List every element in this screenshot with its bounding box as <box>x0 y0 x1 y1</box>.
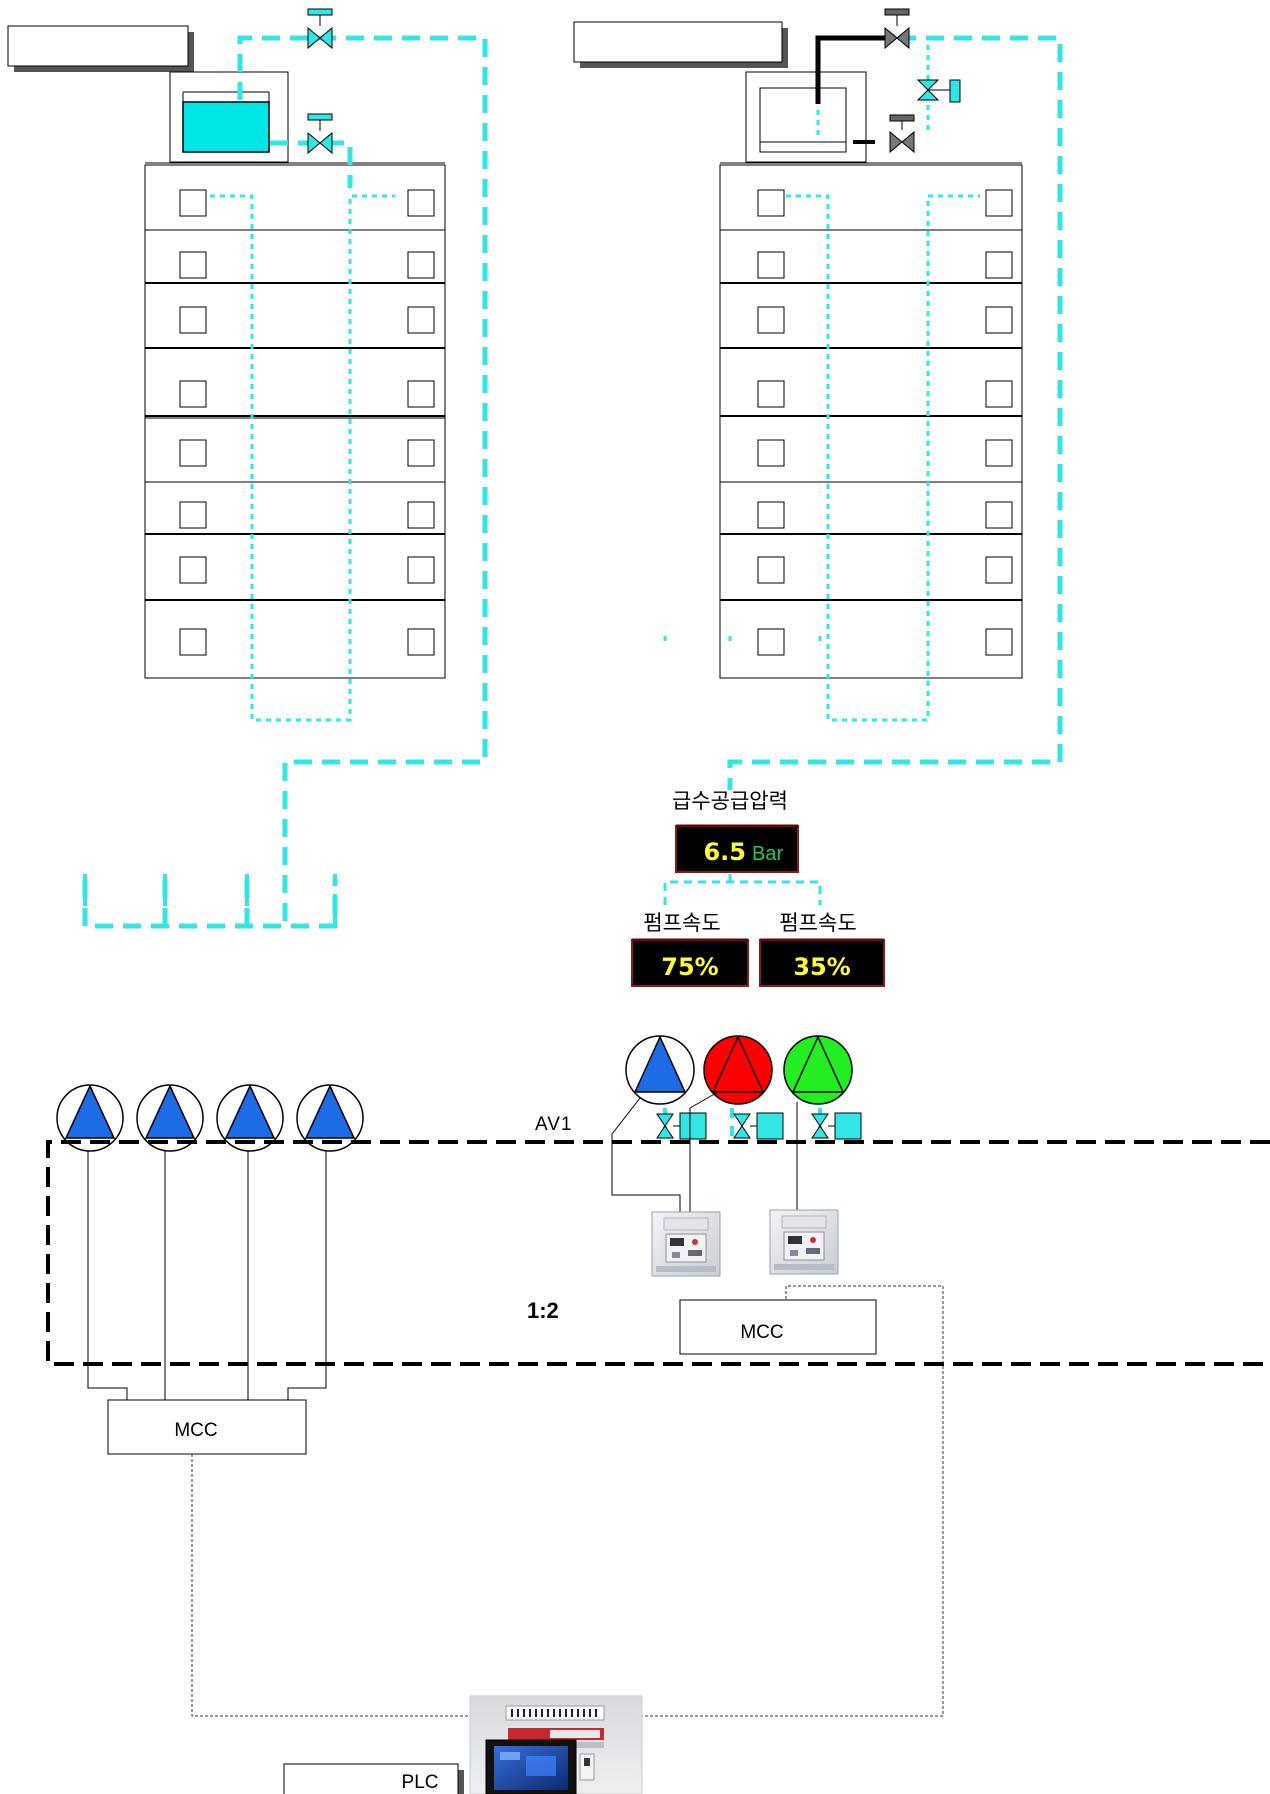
power-wiring-right <box>611 1091 798 1215</box>
mcc-panel-right: MCC <box>679 1299 877 1355</box>
title-box-right <box>573 21 788 68</box>
control-wiring <box>191 1285 944 1717</box>
mcc-right-label: MCC <box>740 1322 783 1343</box>
solenoid-valve-icon <box>916 79 961 103</box>
pump-icon <box>136 1084 204 1152</box>
pump-speed-value-1: 75% <box>661 953 718 981</box>
supply-pressure-display: 6.5 Bar <box>675 824 799 873</box>
solenoid-valve-icon <box>811 1112 862 1140</box>
mcc-left-label: MCC <box>174 1420 217 1441</box>
building-left <box>144 71 446 679</box>
mcc-panel-left: MCC <box>107 1399 307 1455</box>
rooftop-tank-right <box>759 87 847 153</box>
pump-speed-label-2: 펌프속도 <box>779 912 856 935</box>
faucet-boxes-left <box>179 189 435 656</box>
title-box-left <box>7 25 194 72</box>
pump-risers-left <box>83 870 337 926</box>
fill-pipe-right <box>815 35 887 104</box>
inverter-icon <box>769 1209 839 1275</box>
building-right <box>719 71 1023 679</box>
pump-speed-display-1: 75% <box>631 938 749 987</box>
control-panel-boundary <box>46 1140 1270 1366</box>
pump-speed-display-2: 35% <box>759 938 885 987</box>
supply-pressure-value: 6.5 <box>703 838 746 866</box>
inverter-icon <box>651 1211 721 1277</box>
pump-icon <box>296 1084 364 1152</box>
pump-standby-icon <box>783 1035 853 1105</box>
pump-speed-value-2: 35% <box>793 953 850 981</box>
rooftop-tank-water-left <box>182 101 270 153</box>
faucet-boxes-right <box>757 189 1013 656</box>
valve-closed-icon <box>884 8 910 50</box>
pump-stopped-icon <box>703 1035 773 1105</box>
power-wiring-left <box>87 1151 327 1400</box>
valve-icon <box>307 113 333 155</box>
supply-pressure-label: 급수공급압력 <box>672 790 788 813</box>
pump-icon <box>56 1084 124 1152</box>
pump-running-icon <box>625 1035 695 1105</box>
pump-header-right <box>663 873 822 905</box>
supply-pressure-unit: Bar <box>752 843 783 865</box>
valve-label: AV1 <box>535 1114 573 1135</box>
pump-speed-label-1: 펌프속도 <box>643 912 720 935</box>
pump-icon <box>216 1084 284 1152</box>
valve-closed-icon <box>889 114 915 154</box>
plc-label-box: PLC <box>283 1763 464 1794</box>
distribution-risers <box>210 38 980 722</box>
plc-label: PLC <box>402 1772 439 1793</box>
valve-icon <box>307 8 333 50</box>
solenoid-valve-icon <box>733 1112 784 1140</box>
hmi-touchscreen-icon <box>485 1739 577 1794</box>
solenoid-valve-icon <box>656 1112 707 1140</box>
ratio-label: 1:2 <box>527 1298 559 1323</box>
